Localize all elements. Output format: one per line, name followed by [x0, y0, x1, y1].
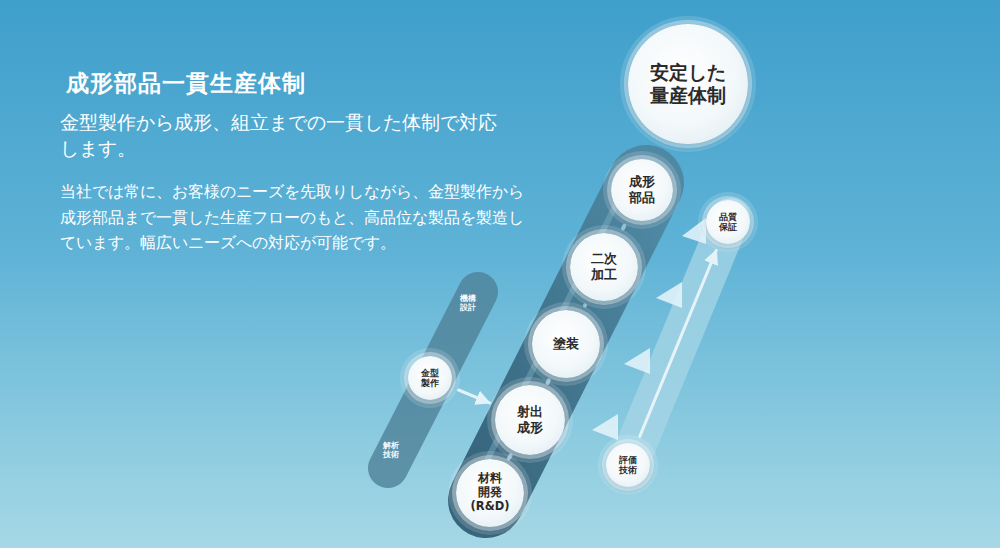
- flow-arrow: [459, 390, 490, 403]
- page-title: 成形部品一貫生産体制: [66, 68, 306, 99]
- node-text: 二次 加工: [591, 251, 617, 282]
- flow-link: [583, 303, 587, 307]
- subtitle: 金型製作から成形、組立までの一貫した体制で対応します。: [60, 110, 510, 162]
- node-text: 成形 部品: [629, 174, 655, 205]
- node-text: 射出 成形: [517, 404, 543, 435]
- node-text: 安定した 量産体制: [650, 61, 726, 107]
- process-circle: 品質 保証: [706, 200, 750, 244]
- process-circle: 射出 成形: [495, 385, 565, 455]
- band-label: 解析 技術: [383, 441, 399, 459]
- process-circle: 評価 技術: [606, 443, 650, 487]
- process-circle: 塗装: [532, 310, 600, 378]
- process-circle: 二次 加工: [570, 233, 638, 301]
- flow-triangle: [682, 218, 706, 244]
- body-text: 当社では常に、お客様のニーズを先取りしながら、金型製作から成形部品まで一貫した生…: [60, 180, 530, 257]
- node-text: 金型 製作: [421, 368, 439, 388]
- node-text: 品質 保証: [719, 212, 737, 232]
- right-band: [626, 218, 730, 470]
- flow-link: [623, 226, 624, 229]
- flow-triangle: [592, 414, 618, 440]
- goal-circle: 安定した 量産体制: [628, 24, 748, 144]
- process-circle: 金型 製作: [408, 356, 452, 400]
- flow-triangle: [656, 282, 682, 308]
- flow-link: [509, 455, 511, 458]
- flow-link: [548, 380, 549, 383]
- process-circle: 材料 開発 (R&D): [456, 459, 524, 527]
- left-band: [388, 292, 478, 468]
- node-text: 評価 技術: [619, 455, 637, 475]
- process-circle: 成形 部品: [611, 159, 673, 221]
- flow-arrow: [640, 251, 716, 437]
- node-text: 塗装: [553, 336, 579, 352]
- node-text: 材料 開発 (R&D): [471, 472, 510, 513]
- band-label: 機構 設計: [460, 294, 476, 312]
- flow-triangle: [624, 348, 650, 374]
